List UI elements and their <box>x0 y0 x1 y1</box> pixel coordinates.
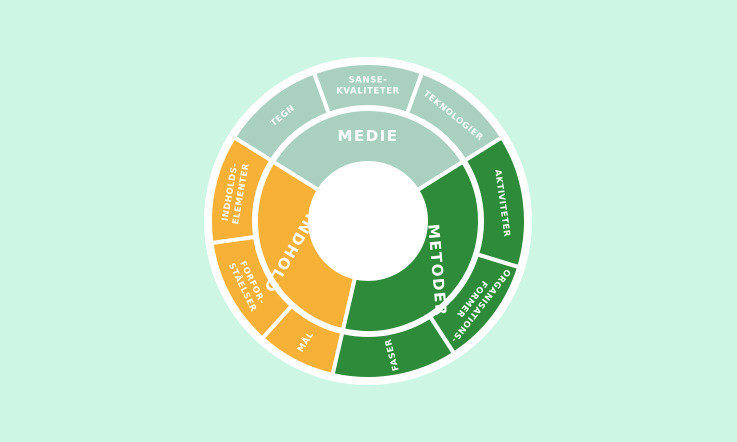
wheel-center-hole <box>309 162 427 280</box>
inner-ring-segments <box>254 107 482 335</box>
inner-label-medie: MEDIE <box>338 127 399 145</box>
outer-label-line: KVALITETER <box>336 87 400 97</box>
outer-label-sansekvaliteter: SANSE-KVALITETER <box>336 76 400 97</box>
outer-label-line: SANSE- <box>349 76 388 86</box>
